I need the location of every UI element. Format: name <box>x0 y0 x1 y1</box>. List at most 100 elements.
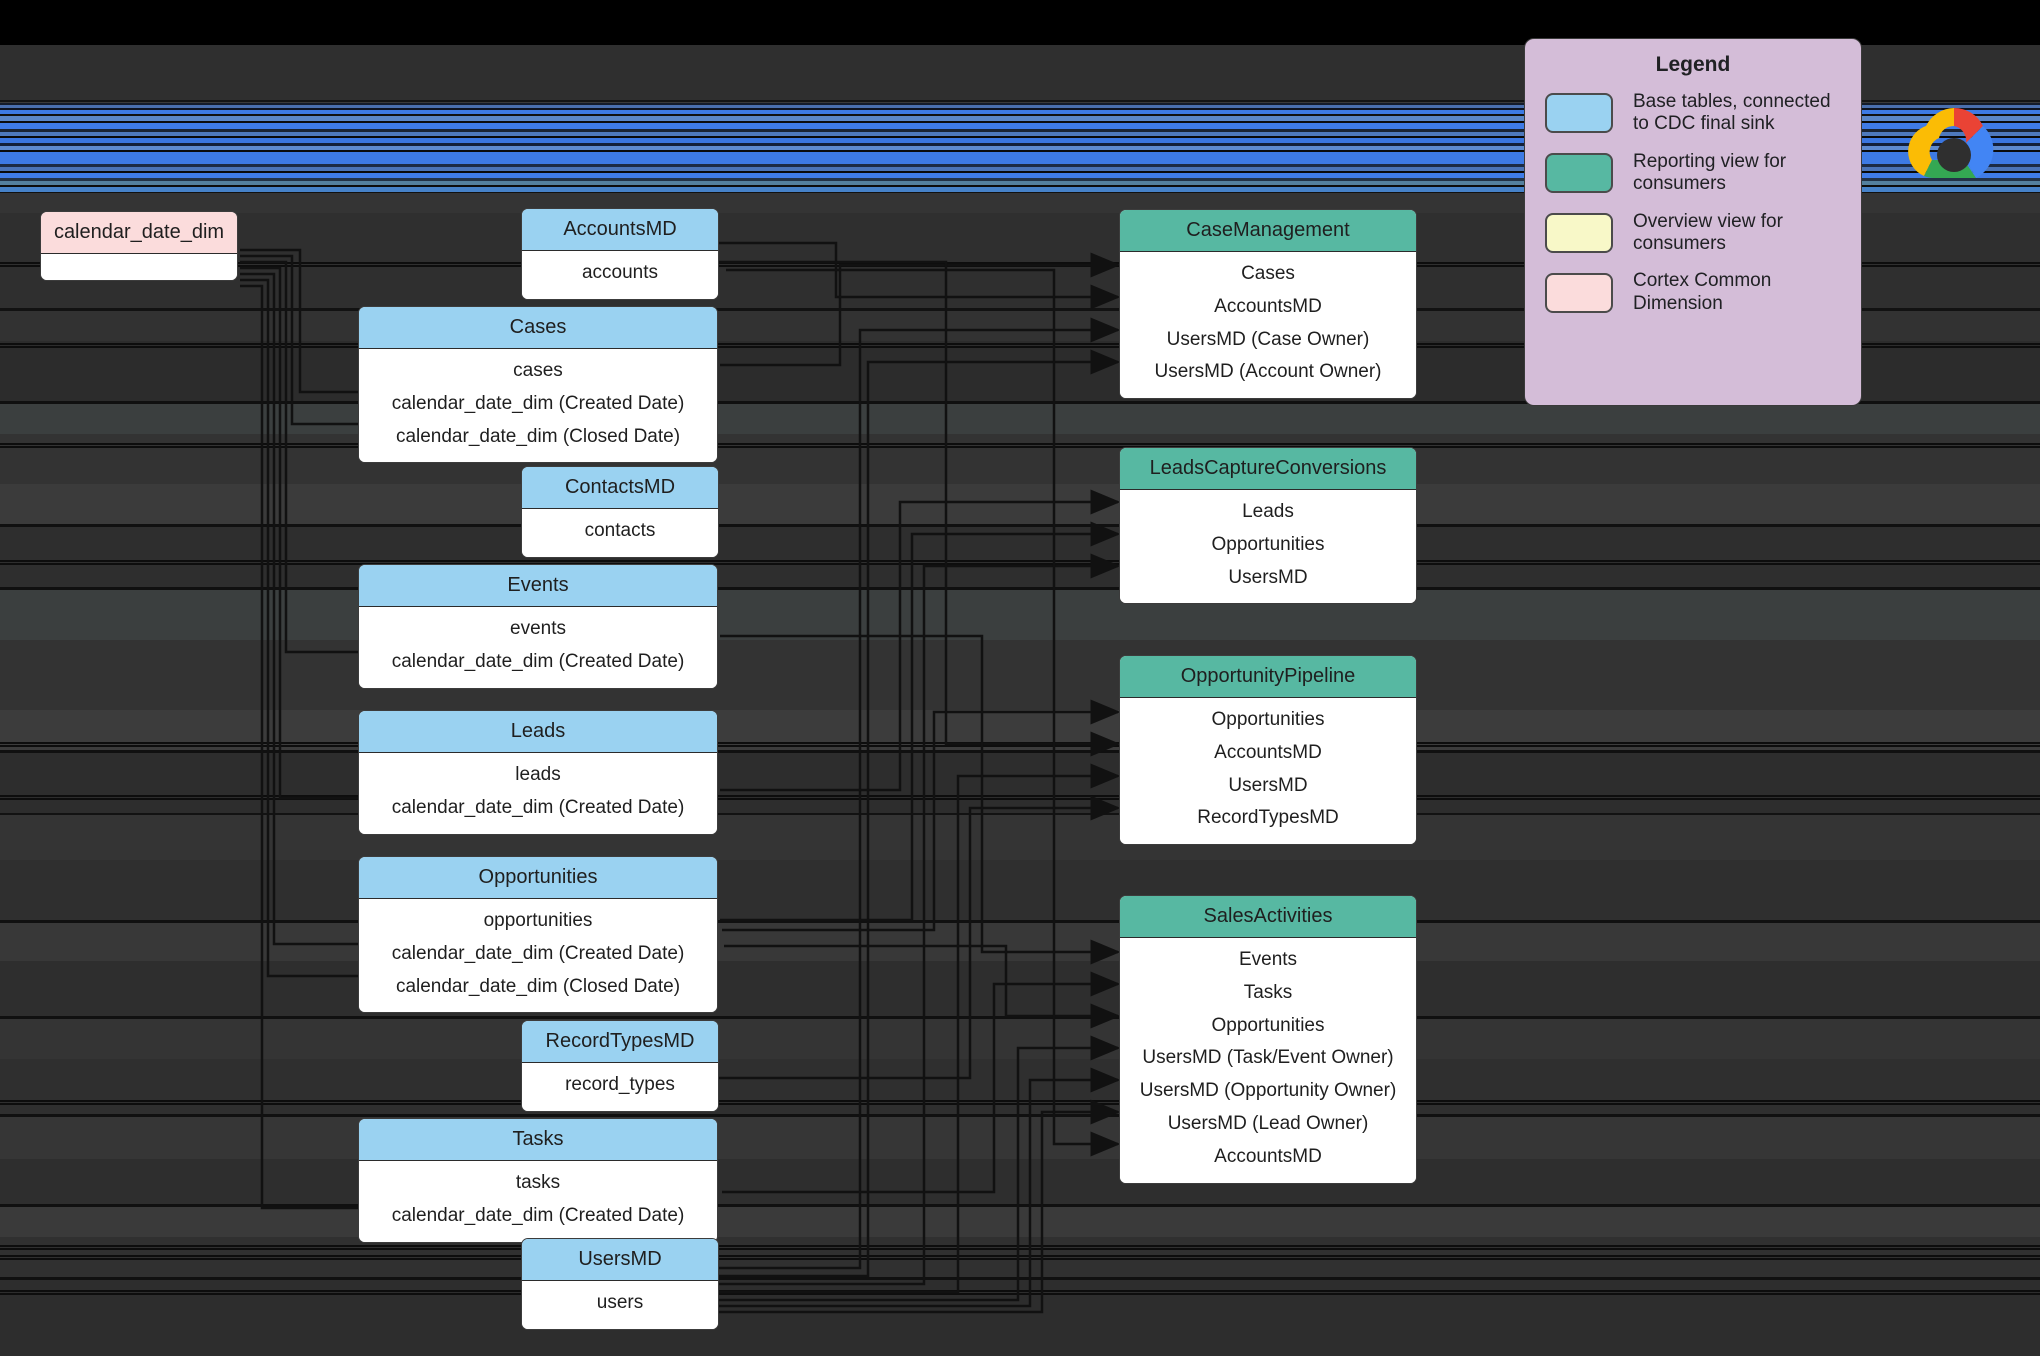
glitch-band <box>0 1237 2040 1277</box>
entity-node-rows <box>41 254 237 280</box>
glitch-band <box>0 710 2040 750</box>
blue-stripe <box>0 143 2040 146</box>
blue-stripe <box>0 132 2040 136</box>
blue-stripe <box>0 150 2040 152</box>
entity-row: accounts <box>581 262 659 283</box>
glitch-band <box>0 590 2040 640</box>
entity-node-title: UsersMD <box>522 1239 718 1281</box>
blue-stripe <box>0 138 2040 143</box>
glitch-band <box>0 753 2040 813</box>
entity-node-rows: leads calendar_date_dim (Created Date) <box>359 753 717 834</box>
glitch-band <box>0 1059 2040 1114</box>
entity-node-rows: accounts <box>522 251 718 299</box>
blue-stripe <box>0 187 2040 192</box>
entity-row: Opportunities <box>1211 533 1325 555</box>
glitch-hairline <box>0 563 2040 565</box>
entity-row: AccountsMD <box>1214 1145 1322 1167</box>
entity-row: Opportunities <box>1211 709 1325 730</box>
blue-stripe <box>0 108 2040 110</box>
entity-node-calendar_date_dim[interactable]: calendar_date_dim <box>40 211 238 281</box>
blue-stripe <box>0 103 2040 105</box>
entity-node-title: CaseManagement <box>1120 210 1416 252</box>
entity-node-title: ContactsMD <box>522 467 718 509</box>
glitch-band <box>0 1117 2040 1159</box>
blue-stripe <box>0 164 2040 167</box>
glitch-band <box>0 1159 2040 1204</box>
entity-row: AccountsMD <box>1214 295 1322 317</box>
glitch-hairline <box>0 795 2040 797</box>
glitch-hairline <box>0 1255 2040 1257</box>
glitch-band <box>0 100 2040 102</box>
legend-swatch <box>1545 93 1613 134</box>
entity-row: AccountsMD <box>1214 741 1322 763</box>
entity-node-title: Tasks <box>359 1119 717 1161</box>
glitch-hairline <box>0 560 2040 562</box>
entity-row: tasks <box>515 1172 561 1193</box>
entity-row: UsersMD (Opportunity Owner) <box>1139 1080 1397 1102</box>
glitch-hairline <box>0 1258 2040 1260</box>
entity-row: cases <box>513 360 563 381</box>
entity-node-title: Cases <box>359 307 717 349</box>
entity-row: calendar_date_dim (Created Date) <box>391 796 685 818</box>
entity-row: UsersMD (Account Owner) <box>1154 361 1382 383</box>
entity-node-title: OpportunityPipeline <box>1120 656 1416 698</box>
blue-stripe <box>0 123 2040 129</box>
glitch-hairline <box>0 1290 2040 1292</box>
entity-row: Opportunities <box>1211 1014 1325 1036</box>
glitch-band <box>0 961 2040 1016</box>
glitch-hairline <box>0 1100 2040 1102</box>
entity-row: calendar_date_dim (Created Date) <box>391 942 685 964</box>
top-black-band <box>0 0 2040 45</box>
glitch-band <box>0 923 2040 961</box>
legend-item: Base tables, connected to CDC final sink <box>1545 91 1841 136</box>
blue-stripe <box>0 146 2040 150</box>
glitch-hairline <box>0 1293 2040 1295</box>
entity-row: leads <box>515 764 561 785</box>
entity-row: RecordTypesMD <box>1197 807 1339 829</box>
glitch-band <box>0 404 2040 434</box>
glitch-band <box>0 815 2040 860</box>
glitch-band <box>0 434 2040 484</box>
glitch-band <box>0 860 2040 920</box>
legend-label: Overview view for consumers <box>1633 210 1783 255</box>
entity-row: UsersMD (Case Owner) <box>1166 328 1370 350</box>
glitch-hairline <box>0 1248 2040 1250</box>
legend-items: Base tables, connected to CDC final sink… <box>1545 91 1841 315</box>
entity-row: Tasks <box>1243 981 1293 1003</box>
glitch-hairline <box>0 745 2040 747</box>
entity-row: calendar_date_dim (Closed Date) <box>395 425 681 447</box>
entity-row: Leads <box>1242 501 1294 522</box>
legend-item: Overview view for consumers <box>1545 211 1841 256</box>
legend-label: Cortex Common Dimension <box>1633 270 1772 314</box>
entity-row: Events <box>1238 949 1298 970</box>
blue-stripe <box>0 116 2040 121</box>
google-cloud-logo <box>1908 107 1994 178</box>
entity-node-title: Opportunities <box>359 857 717 899</box>
entity-node-title: calendar_date_dim <box>41 212 237 254</box>
legend-label: Reporting view for consumers <box>1633 150 1787 195</box>
blue-stripe <box>0 105 2040 108</box>
blue-stripe <box>0 121 2040 123</box>
legend-item: Reporting view for consumers <box>1545 151 1841 196</box>
legend-item: Cortex Common Dimension <box>1545 270 1841 315</box>
